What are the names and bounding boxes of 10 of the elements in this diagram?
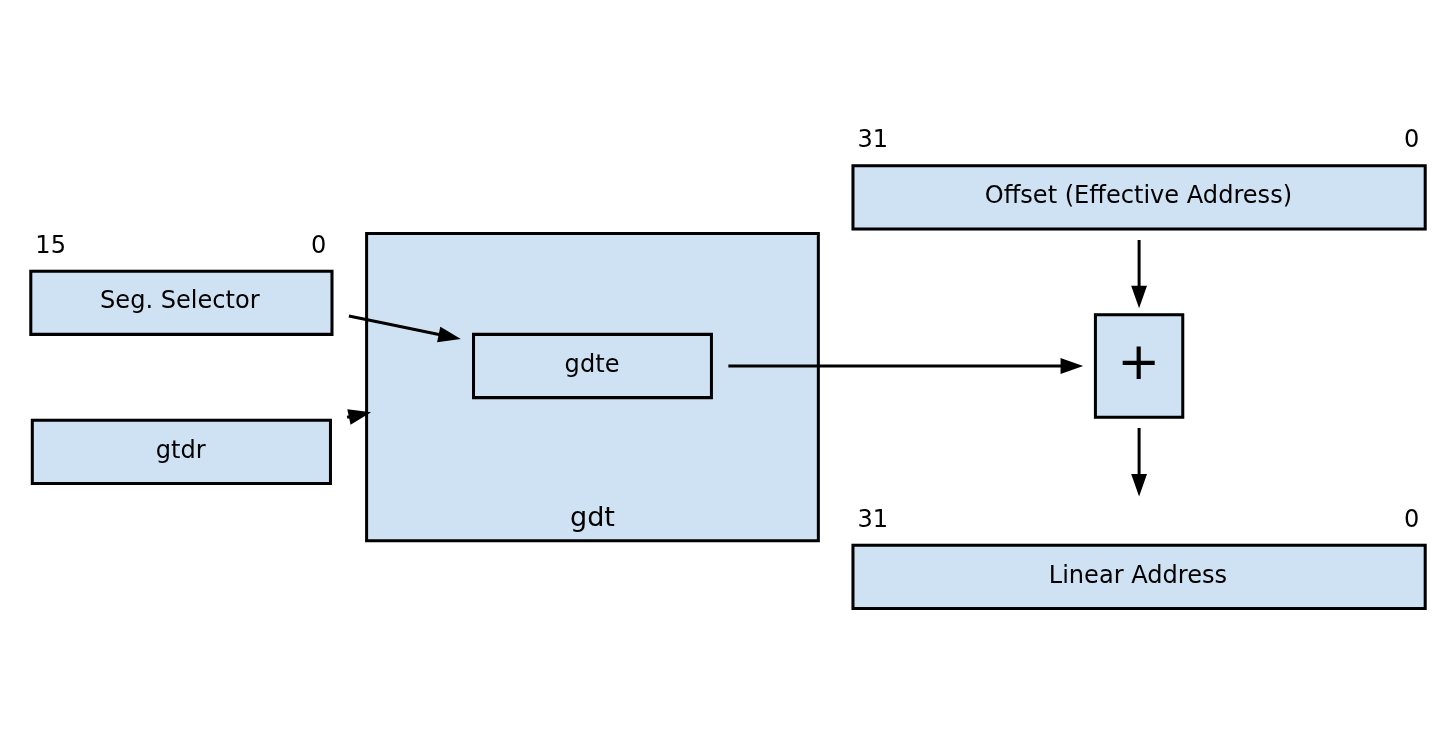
node-label: 31 <box>857 504 889 533</box>
node-label: 0 <box>1404 504 1420 533</box>
arrow <box>728 357 1084 374</box>
node-label: 0 <box>310 230 327 259</box>
node-label: 15 <box>35 230 66 259</box>
node-label: 31 <box>857 124 889 153</box>
arrow <box>348 314 461 342</box>
arrow <box>1131 427 1147 497</box>
node-label: 0 <box>1404 124 1420 153</box>
arrow <box>1131 239 1147 308</box>
